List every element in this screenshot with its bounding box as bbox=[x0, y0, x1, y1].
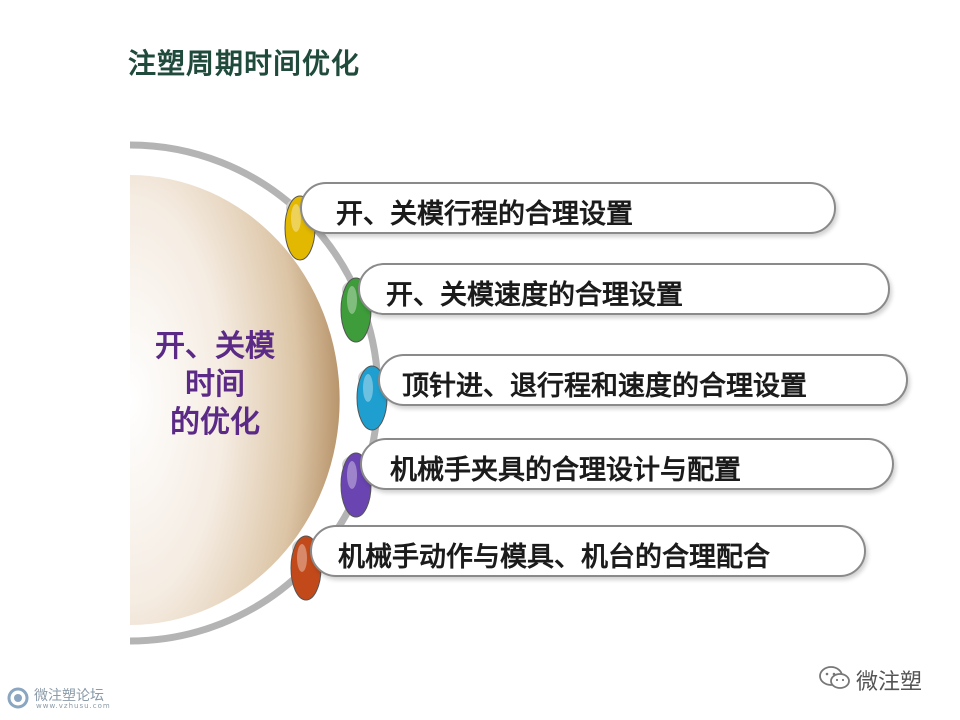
item-label-2: 开、关模速度的合理设置 bbox=[386, 280, 683, 311]
item-label-5: 机械手动作与模具、机台的合理配合 bbox=[338, 542, 770, 573]
item-label-4: 机械手夹具的合理设计与配置 bbox=[390, 455, 741, 486]
center-label-line-2: 时间 bbox=[185, 367, 245, 402]
half-disc bbox=[130, 175, 340, 625]
center-label: 开、关模 时间 的优化 bbox=[140, 328, 290, 442]
watermark-right-name: 微注塑 bbox=[856, 670, 923, 695]
center-label-line-3: 的优化 bbox=[170, 405, 260, 440]
page-title: 注塑周期时间优化 bbox=[128, 47, 361, 80]
forum-logo-icon bbox=[7, 687, 29, 709]
item-box-4: 机械手夹具的合理设计与配置 bbox=[360, 438, 894, 490]
center-label-line-1: 开、关模 bbox=[155, 329, 275, 364]
watermark-left-name: 微注塑论坛 bbox=[34, 688, 104, 704]
item-label-3: 顶针进、退行程和速度的合理设置 bbox=[402, 371, 807, 402]
item-box-2: 开、关模速度的合理设置 bbox=[358, 263, 890, 315]
item-box-5: 机械手动作与模具、机台的合理配合 bbox=[310, 525, 866, 577]
item-box-1: 开、关模行程的合理设置 bbox=[300, 182, 836, 234]
wechat-icon bbox=[819, 666, 850, 689]
item-label-1: 开、关模行程的合理设置 bbox=[336, 199, 633, 230]
item-box-3: 顶针进、退行程和速度的合理设置 bbox=[378, 354, 908, 406]
watermark-left-url: www.vzhusu.com bbox=[36, 702, 111, 710]
